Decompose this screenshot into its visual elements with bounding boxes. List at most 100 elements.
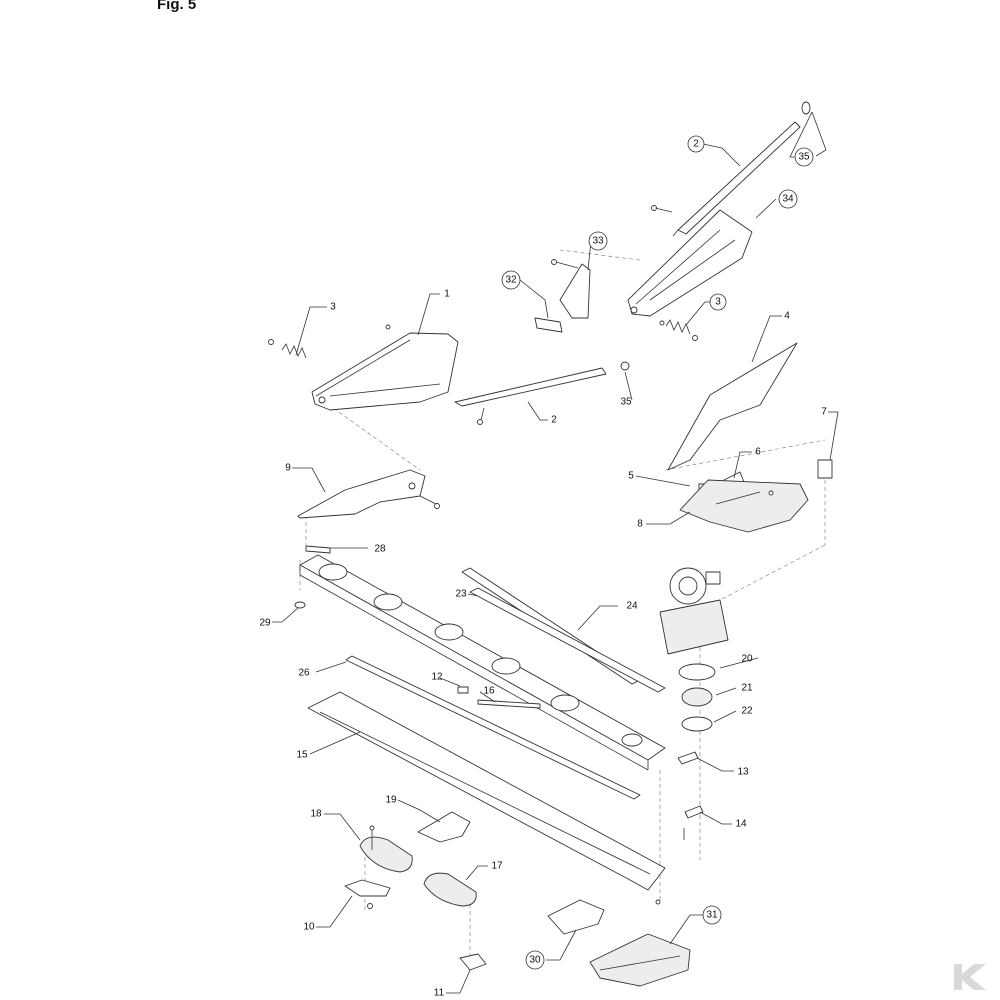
svg-text:13: 13 [737,767,749,778]
svg-text:30: 30 [529,955,541,966]
callout-13: 13 [737,767,749,778]
callout-21: 21 [741,683,753,694]
part-bolt-upper [651,205,673,213]
callout-35-middle: 35 [620,397,632,408]
part-bolt-13 [677,751,699,765]
callout-26: 26 [298,668,310,679]
callout-3-right: 3 [709,293,727,311]
part-skid-15 [307,691,666,891]
callout-29: 29 [259,618,271,629]
svg-text:34: 34 [782,194,794,205]
part-bar-24 [469,587,666,693]
callout-17: 17 [491,861,503,872]
callout-2-upper: 2 [687,135,705,153]
svg-text:35: 35 [620,397,632,408]
callout-3-left: 3 [330,302,336,313]
callout-33: 33 [588,231,608,251]
svg-text:5: 5 [628,471,634,482]
svg-text:29: 29 [259,618,271,629]
svg-text:2: 2 [693,139,699,150]
part-skid-31 [589,933,691,987]
svg-text:11: 11 [434,988,445,999]
part-cutter-bar [299,554,666,771]
callout-20: 20 [741,654,753,665]
part-seal-20 [678,663,716,681]
svg-text:32: 32 [505,275,517,286]
callout-11: 11 [434,988,445,999]
svg-text:24: 24 [626,601,638,612]
svg-text:3: 3 [330,302,336,313]
callout-19: 19 [385,795,397,806]
part-disc-18 [359,825,413,873]
svg-text:2: 2 [551,415,557,426]
figure-title: Fig. 5 [157,0,197,13]
svg-text:1: 1 [444,289,450,300]
part-plate-32 [534,317,563,333]
part-bracket-34 [627,209,753,317]
callout-24: 24 [626,601,638,612]
callout-1: 1 [444,289,450,300]
callout-8: 8 [637,519,643,530]
part-bolt-12 [457,686,469,694]
callout-4: 4 [784,311,790,322]
svg-text:22: 22 [741,706,753,717]
part-washer-29 [294,601,306,609]
part-bolt-14 [683,805,704,840]
part-clamp-11 [459,953,487,971]
svg-text:33: 33 [592,236,604,247]
svg-text:26: 26 [298,668,310,679]
callout-leader-lines [272,111,839,994]
part-spring-left [268,339,307,359]
part-tray-8 [679,479,809,533]
part-plate-4 [667,342,798,471]
callout-10: 10 [303,922,315,933]
part-seal-21 [681,687,713,707]
callout-34: 34 [778,189,798,209]
part-bracket-33 [551,259,591,319]
svg-text:17: 17 [491,861,503,872]
svg-text:7: 7 [821,407,827,418]
svg-text:31: 31 [706,910,718,921]
part-7 [817,459,833,479]
part-gearbox [659,567,729,655]
brand-k-logo-icon [954,964,986,990]
part-strip-26 [345,655,641,800]
svg-text:9: 9 [285,463,291,474]
svg-text:10: 10 [303,922,315,933]
svg-text:20: 20 [741,654,753,665]
svg-text:21: 21 [741,683,753,694]
callout-31: 31 [702,905,722,925]
callout-32: 32 [501,270,521,290]
callout-14: 14 [735,819,747,830]
callout-16: 16 [483,686,495,697]
callout-22: 22 [741,706,753,717]
callout-9: 9 [285,463,291,474]
part-shaft-upper [672,121,801,237]
part-spring-right [659,319,698,341]
callout-35-upper: 35 [794,147,814,167]
svg-text:6: 6 [755,447,761,458]
callout-28: 28 [374,544,386,555]
callout-6: 6 [755,447,761,458]
svg-text:35: 35 [798,152,810,163]
callout-15: 15 [296,750,308,761]
callout-23: 23 [455,589,467,600]
callout-7: 7 [821,407,827,418]
svg-text:14: 14 [735,819,747,830]
svg-text:19: 19 [385,795,397,806]
part-bolt-16 [477,699,541,709]
svg-text:3: 3 [715,297,721,308]
part-cap-upper [801,101,811,115]
part-plate-28 [305,545,331,554]
part-shield-1 [311,324,459,411]
svg-text:4: 4 [784,311,790,322]
callout-12: 12 [431,672,443,683]
part-skid-30 [547,899,661,935]
svg-text:16: 16 [483,686,495,697]
svg-text:28: 28 [374,544,386,555]
callout-30: 30 [525,950,545,970]
callout-5: 5 [628,471,634,482]
svg-text:23: 23 [455,589,467,600]
svg-text:8: 8 [637,519,643,530]
svg-text:18: 18 [310,809,322,820]
